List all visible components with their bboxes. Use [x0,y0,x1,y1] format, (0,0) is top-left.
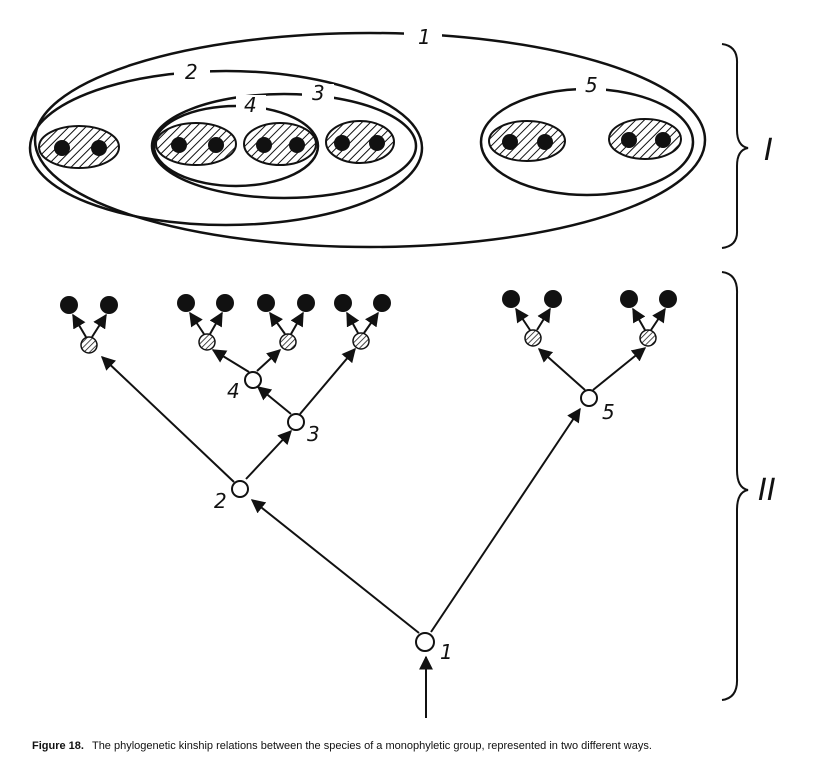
group-label-3: 3 [312,81,325,105]
species-pair [325,120,395,164]
figure-number: Figure 18. [32,740,84,752]
part-label-I: I [764,133,773,168]
caption-text: The phylogenetic kinship relations betwe… [91,740,652,752]
stem-species-node [279,333,297,351]
species-node [620,290,638,308]
set-diagram: 1 2 3 4 5 [28,25,707,249]
brace-I [721,43,749,249]
species-pair [488,120,566,162]
group-label-2: 2 [185,60,198,84]
stem-species-node [524,329,542,347]
species-pair [243,122,317,166]
species-node [100,296,118,314]
node-label-1: 1 [440,640,453,664]
group-label-1: 1 [418,25,431,49]
stem-species-node [198,333,216,351]
stem-species-node [639,329,657,347]
brace-II [721,271,749,701]
group-label-5: 5 [585,73,598,97]
tree-diagram: 4 3 2 5 1 [60,290,677,718]
species-node [216,294,234,312]
node-label-5: 5 [602,400,615,424]
ancestor-node-4 [244,371,262,389]
group-2-ellipse [28,69,424,227]
node-label-2: 2 [214,489,227,513]
species-node [544,290,562,308]
species-node [334,294,352,312]
species-pair [155,122,237,166]
group-label-4: 4 [244,93,257,117]
species-node [659,290,677,308]
part-label-II: II [758,473,776,508]
group-1-ellipse [33,31,707,249]
stem-species-node [352,332,370,350]
ancestor-node-5 [580,389,598,407]
figure-caption: Figure 18. The phylogenetic kinship relat… [32,739,812,754]
species-node [502,290,520,308]
species-node [257,294,275,312]
group-3-ellipse [150,92,418,200]
species-pair [38,125,120,169]
ancestor-node-1 [415,632,435,652]
node-label-3: 3 [307,422,320,446]
species-node [60,296,78,314]
species-node [297,294,315,312]
species-pair [608,118,682,160]
species-node [373,294,391,312]
ancestor-node-3 [287,413,305,431]
species-node [177,294,195,312]
node-label-4: 4 [227,379,240,403]
stem-species-node [80,336,98,354]
ancestor-node-2 [231,480,249,498]
